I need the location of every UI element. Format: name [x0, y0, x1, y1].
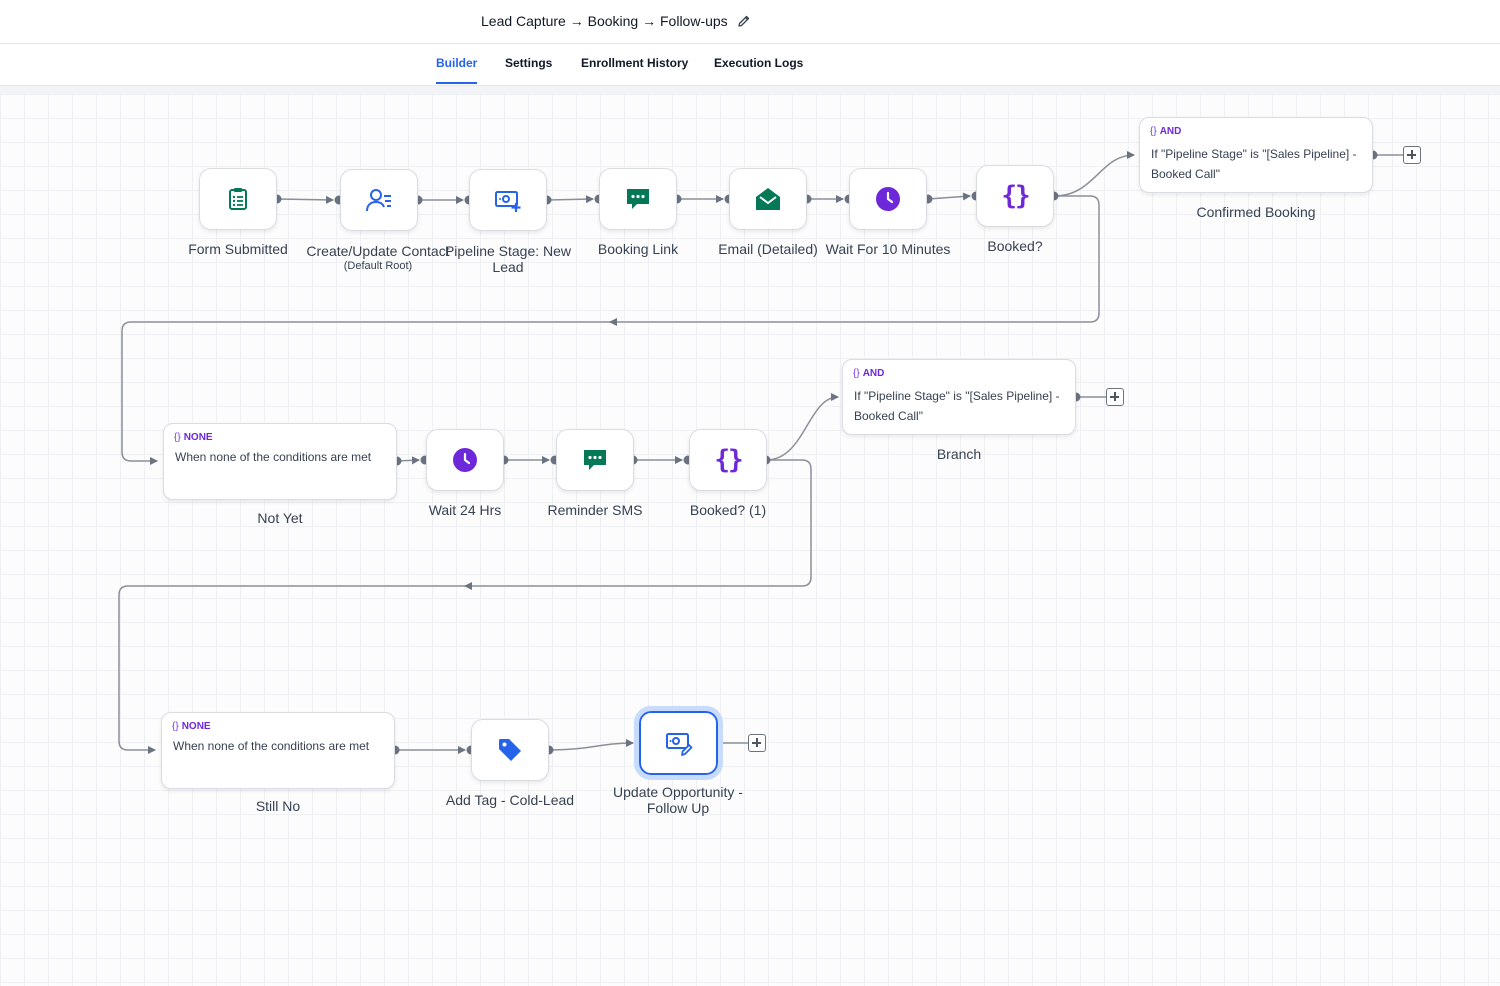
pipeline-stage-label: Pipeline Stage: New: [444, 243, 572, 259]
confirmed-booking-label: Confirmed Booking: [1196, 204, 1316, 220]
braces-icon: {}: [174, 432, 181, 443]
create-contact-sublabel: (Default Root): [343, 260, 413, 272]
confirmed-booking-condition[interactable]: {}AND If "Pipeline Stage" is "[Sales Pip…: [1139, 117, 1373, 193]
condition-line-2: Booked Call": [1151, 167, 1220, 181]
braces-icon: {}: [714, 445, 743, 475]
clipboard-icon: [229, 188, 247, 210]
envelope-open-icon: [756, 188, 780, 210]
add-step-button[interactable]: [748, 734, 766, 752]
reminder-sms-node[interactable]: [556, 429, 634, 491]
wait-24-node[interactable]: [426, 429, 504, 491]
still-no-condition[interactable]: {}NONE When none of the conditions are m…: [161, 712, 395, 789]
create-contact-label: Create/Update Contact: [306, 243, 450, 259]
tab-bar: Builder Settings Enrollment History Exec…: [0, 44, 1500, 86]
wait-10-node[interactable]: [849, 168, 927, 230]
workflow-title[interactable]: Lead Capture → Booking → Follow-ups: [481, 13, 728, 29]
wait-10-label: Wait For 10 Minutes: [825, 241, 951, 257]
condition-line-1: When none of the conditions are met: [175, 450, 372, 464]
pipeline-stage-node[interactable]: [469, 169, 547, 231]
update-opportunity-node[interactable]: [634, 706, 723, 780]
clock-icon: [453, 448, 477, 472]
braces-icon: {}: [1150, 126, 1157, 137]
braces-icon: {}: [172, 721, 179, 732]
form-submitted-label: Form Submitted: [188, 241, 288, 257]
condition-line-1: If "Pipeline Stage" is "[Sales Pipeline]…: [854, 389, 1060, 403]
money-edit-icon: [665, 733, 692, 756]
condition-tag: AND: [1159, 126, 1182, 137]
create-contact-node[interactable]: [340, 169, 418, 231]
braces-icon: {}: [853, 368, 860, 379]
booking-link-node[interactable]: [599, 168, 677, 230]
tab-settings[interactable]: Settings: [505, 56, 553, 70]
tag-icon: [499, 739, 521, 761]
booked-label: Booked?: [987, 238, 1043, 254]
condition-line-1: When none of the conditions are met: [173, 739, 370, 753]
condition-tag: NONE: [183, 432, 213, 443]
update-opportunity-label: Update Opportunity -: [613, 784, 743, 800]
tab-execution-logs[interactable]: Execution Logs: [714, 56, 804, 70]
pipeline-stage-label-line2: Lead: [492, 259, 524, 275]
tab-builder[interactable]: Builder: [436, 56, 478, 84]
condition-tag: NONE: [181, 721, 211, 732]
booked-1-label: Booked? (1): [689, 502, 767, 518]
add-tag-label: Add Tag - Cold-Lead: [445, 792, 575, 808]
wait-24-label: Wait 24 Hrs: [428, 502, 502, 518]
email-label: Email (Detailed): [718, 241, 818, 257]
booked-1-node[interactable]: {}: [689, 429, 767, 491]
still-no-label: Still No: [255, 798, 301, 814]
user-list-icon: [366, 189, 391, 212]
pencil-icon[interactable]: [736, 13, 752, 29]
branch-condition[interactable]: {}AND If "Pipeline Stage" is "[Sales Pip…: [842, 359, 1076, 435]
braces-icon: {}: [1001, 181, 1030, 211]
chat-bubble-icon: [627, 189, 649, 209]
add-step-button[interactable]: [1403, 146, 1421, 164]
condition-line-1: If "Pipeline Stage" is "[Sales Pipeline]…: [1151, 147, 1357, 161]
canvas-top-strip: [0, 86, 1500, 94]
tab-enrollment-history[interactable]: Enrollment History: [581, 56, 689, 70]
booked-node[interactable]: {}: [976, 165, 1054, 227]
add-tag-node[interactable]: [471, 719, 549, 781]
branch-label: Branch: [936, 446, 982, 462]
form-submitted-node[interactable]: [199, 168, 277, 230]
email-node[interactable]: [729, 168, 807, 230]
not-yet-label: Not Yet: [257, 510, 303, 526]
booking-link-label: Booking Link: [597, 241, 679, 257]
add-step-button[interactable]: [1106, 388, 1124, 406]
reminder-sms-label: Reminder SMS: [547, 502, 643, 518]
clock-icon: [876, 187, 900, 211]
condition-line-2: Booked Call": [854, 409, 923, 423]
update-opportunity-label-line2: Follow Up: [646, 800, 710, 816]
condition-tag: AND: [862, 368, 885, 379]
money-plus-icon: [495, 191, 521, 212]
top-bar: Lead Capture → Booking → Follow-ups: [0, 0, 1500, 44]
not-yet-condition[interactable]: {}NONE When none of the conditions are m…: [163, 423, 397, 500]
chat-bubble-icon: [584, 450, 606, 470]
